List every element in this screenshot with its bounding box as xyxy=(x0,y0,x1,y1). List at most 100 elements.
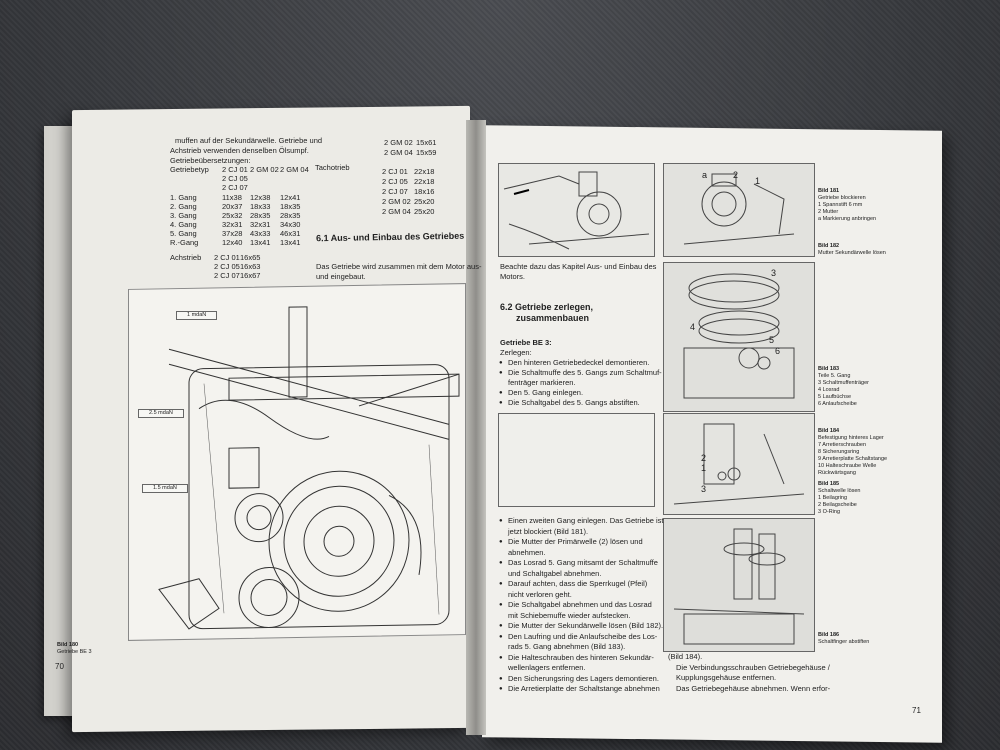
caption-line: Bild 185 xyxy=(818,481,840,487)
achstrieb-cell: 16x63 xyxy=(240,262,261,271)
bullet-icon: ● xyxy=(499,360,503,366)
photo-181-left xyxy=(498,163,655,257)
page-number-left: 70 xyxy=(55,662,64,671)
bullet-item: ● Die Schaltgabel des 5. Gangs abstiften… xyxy=(499,398,640,407)
caption-line: 2 Beilagscheibe xyxy=(818,502,857,508)
gear-shaft-sketch xyxy=(683,173,795,245)
tacho-cell: 2 GM 02 xyxy=(382,197,411,206)
caption-line: Teile 5. Gang xyxy=(818,373,851,379)
bullet-item: ●Darauf achten, dass die Sperrkugel (Pfe… xyxy=(499,579,648,588)
caption-line: 8 Sicherungsring xyxy=(818,449,860,455)
achstrieb-cell: 16x65 xyxy=(240,253,261,262)
caption-line: 9 Arretierplatte Schaltstange xyxy=(818,456,888,462)
bullet-icon: ● xyxy=(499,518,503,524)
caption-line: Mutter Sekundärwelle lösen xyxy=(818,250,886,256)
bullet-item: und Schaltgabel abnehmen. xyxy=(508,568,602,578)
bullet-icon: ● xyxy=(499,390,503,396)
caption-line: Rückwärtsgang xyxy=(818,470,856,476)
caption-line: Bild 183 xyxy=(818,366,840,372)
caption-line: 6 Anlaufscheibe xyxy=(818,401,857,407)
caption-line: 3 O-Ring xyxy=(818,509,841,515)
bullet-icon: ● xyxy=(499,675,503,682)
bullet-item: jetzt blockiert (Bild 181). xyxy=(508,526,589,536)
photo-181-right xyxy=(663,163,815,257)
gear-table-cell: 12x41 xyxy=(280,193,301,202)
gear-table-cell: 1. Gang xyxy=(170,193,197,202)
gear-table-cell: 13x41 xyxy=(280,238,301,247)
bullet-icon: ● xyxy=(499,602,503,608)
bearing-sketch xyxy=(673,423,805,505)
gear-table-cell: 32x31 xyxy=(222,220,243,229)
caption-line: Getriebe blockieren xyxy=(818,195,866,201)
note-line2: Motors. xyxy=(500,272,526,281)
photo-184 xyxy=(663,413,815,515)
bullet-icon: ● xyxy=(499,654,503,661)
caption-line: Schaltwelle lösen xyxy=(818,488,861,494)
column-text-line: Das Getriebegehäuse abnehmen. Wenn erfor… xyxy=(676,683,831,693)
gear-table-cell: 32x31 xyxy=(250,220,271,229)
figure-180-title: Bild 180 xyxy=(57,642,79,648)
achstrieb-cell: 2 CJ 01 xyxy=(214,253,240,262)
figure-180-subtitle: Getriebe BE 3 xyxy=(57,649,92,655)
bullet-item: wellenlagers entfernen. xyxy=(508,663,586,672)
bullet-icon: ● xyxy=(499,400,503,406)
photo-183 xyxy=(663,262,815,412)
bullet-icon: ● xyxy=(499,633,503,640)
caption-line: 4 Losrad xyxy=(818,387,840,393)
photo-186 xyxy=(663,518,815,652)
caption-line: 2 Mutter xyxy=(818,209,839,215)
caption-line: 5 Laufbüchse xyxy=(818,394,852,400)
achstrieb-cell: 2 CJ 07 xyxy=(214,271,240,280)
caption-line: 10 Halteschraube Welle xyxy=(818,463,877,469)
gear-table-cell: 18x33 xyxy=(250,202,271,211)
gear-table-cell: 43x33 xyxy=(250,229,271,238)
bullet-item: nicht verloren geht. xyxy=(508,589,572,599)
gear-table-cell: 13x41 xyxy=(250,238,271,247)
bullet-icon: ● xyxy=(499,370,503,376)
empty-figure-box xyxy=(498,413,655,507)
gear-table-cell: 37x28 xyxy=(222,229,243,238)
bullet-icon: ● xyxy=(499,539,503,545)
bullet-item: ● Den 5. Gang einlegen. xyxy=(499,388,584,397)
gear-table-cell: 34x30 xyxy=(280,220,301,229)
bullet-item: ● Den hinteren Getriebedeckel demontiere… xyxy=(499,358,650,367)
bullet-item: ●Die Arretierplatte der Schaltstange abn… xyxy=(499,684,660,693)
gear-table-cell: 20x37 xyxy=(222,202,243,211)
caption-line: Schaltfinger abstiften xyxy=(818,639,870,645)
bullet-item: ●Das Losrad 5. Gang mitsamt der Schaltmu… xyxy=(499,558,658,567)
section-title-6-2-line2: zusammenbauen xyxy=(516,313,590,323)
tacho-cell: 25x20 xyxy=(414,207,435,216)
bullet-icon: ● xyxy=(499,581,503,587)
torque-label-1: 1 mdaN xyxy=(176,311,218,320)
tacho-cell: 22x18 xyxy=(414,167,435,176)
tacho-cell: 2 CJ 05 xyxy=(382,177,408,186)
bullet-item: ●Einen zweiten Gang einlegen. Das Getrie… xyxy=(499,516,664,525)
bullet-item: fenträger markieren. xyxy=(508,378,576,387)
bullet-item: ●Den Laufring und die Anlaufscheibe des … xyxy=(499,631,658,641)
bullet-icon: ● xyxy=(499,623,503,629)
bullet-item: ●Den Sicherungsring des Lagers demontier… xyxy=(499,673,659,683)
caption-line: 1 Beilagring xyxy=(818,495,848,501)
tacho-cell: 18x16 xyxy=(414,187,435,196)
section-text-line2: und eingebaut. xyxy=(316,272,366,281)
tacho-cell: 22x18 xyxy=(414,177,435,186)
bullet-icon: ● xyxy=(499,686,503,692)
achstrieb-cell: 2 CJ 05 xyxy=(214,262,240,271)
caption-line: Befestigung hinteres Lager xyxy=(818,435,884,441)
caption-line: 3 Schaltmuffenträger xyxy=(818,380,869,386)
bullet-item: rads 5. Gang abnehmen (Bild 183). xyxy=(508,642,626,651)
gear-table-cell: 28x35 xyxy=(250,211,271,220)
tacho-cell: 25x20 xyxy=(414,197,435,206)
bullet-item: ● Die Schaltmuffe des 5. Gangs zum Schal… xyxy=(499,368,662,377)
gear-stack-sketch xyxy=(673,528,805,645)
gear-table-cell: 4. Gang xyxy=(170,220,197,229)
wrench-sketch xyxy=(503,171,650,250)
page-number-right: 71 xyxy=(912,706,921,715)
column-text-line: (Bild 184). xyxy=(668,652,703,661)
section-title-6-2-line1: 6.2 Getriebe zerlegen, xyxy=(500,302,594,312)
tacho-cell: 2 GM 04 xyxy=(384,148,413,157)
torque-label-3: 1.5 mdaN xyxy=(142,484,188,493)
gear-table-cell: 2. Gang xyxy=(170,202,197,211)
transmission-sketch xyxy=(158,306,460,630)
zerlegen-label: Zerlegen: xyxy=(500,348,532,357)
